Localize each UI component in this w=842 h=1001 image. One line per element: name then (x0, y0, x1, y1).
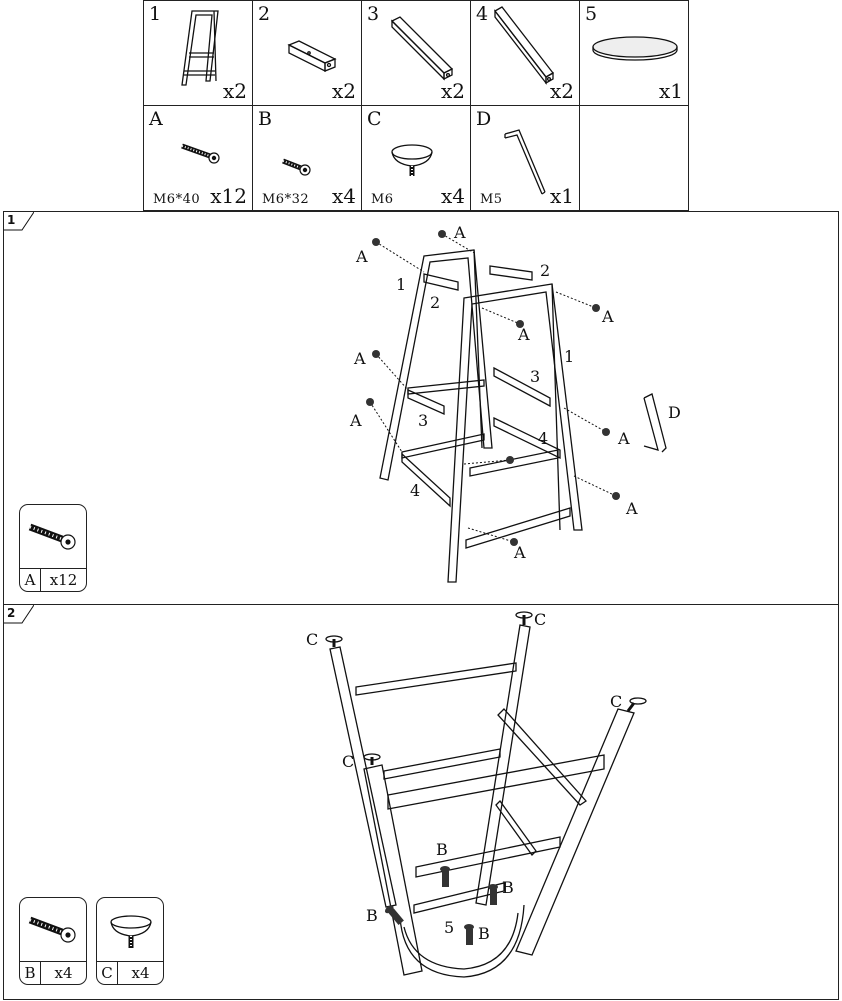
hardware-code: A (20, 569, 41, 591)
hardware-callout-C: C x4 (96, 897, 164, 985)
step-2-panel: 2 (3, 604, 839, 1000)
label-A: A (353, 349, 366, 368)
part-spec: M5 (480, 192, 503, 207)
part-cell-5: 5 x1 (579, 0, 689, 106)
step-corner-icon (4, 212, 34, 231)
label-part-3: 3 (418, 411, 428, 430)
hardware-code: B (20, 962, 41, 984)
label-part-2: 2 (430, 293, 440, 312)
empty-cell (579, 105, 689, 211)
label-A: A (453, 223, 466, 242)
part-spec: M6*40 (153, 192, 201, 207)
label-B: B (478, 924, 490, 943)
hardware-cell-C: C M6 x4 (361, 105, 471, 211)
foot-pad-icon (391, 144, 433, 176)
part-id: 3 (367, 3, 380, 25)
part-qty: x4 (440, 184, 465, 208)
label-part-3: 3 (530, 367, 540, 386)
bolt-icon (28, 523, 76, 550)
part-id: 5 (585, 3, 598, 25)
part-id: C (367, 108, 382, 130)
label-part-1: 1 (396, 275, 406, 294)
part-qty: x2 (440, 79, 465, 103)
part-qty: x2 (331, 79, 356, 103)
label-C: C (342, 752, 354, 771)
label-A: A (517, 325, 530, 344)
side-frame-icon (181, 10, 219, 86)
label-A: A (513, 543, 526, 562)
part-qty: x1 (658, 79, 683, 103)
label-D: D (668, 403, 681, 422)
short-bolt-icon (282, 158, 311, 176)
long-rail-icon (494, 6, 554, 85)
hardware-cell-A: A M6*40 x12 (143, 105, 253, 211)
label-A: A (601, 307, 614, 326)
part-id: 2 (258, 3, 271, 25)
hardware-callout-A: A x12 (19, 504, 87, 592)
label-B: B (502, 878, 514, 897)
part-cell-4: 4 x2 (470, 0, 580, 106)
long-bolt-icon (181, 143, 220, 164)
part-id: 1 (149, 3, 162, 25)
part-qty: x2 (549, 79, 574, 103)
label-A: A (355, 247, 368, 266)
label-part-4: 4 (538, 429, 548, 448)
part-id: D (476, 108, 492, 130)
label-part-4: 4 (410, 481, 420, 500)
hardware-cell-B: B M6*32 x4 (252, 105, 362, 211)
medium-rail-icon (390, 16, 454, 81)
part-cell-3: 3 x2 (361, 0, 471, 106)
part-spec: M6*32 (262, 192, 310, 207)
step-1-diagram: A A A A A A A A A D 1 1 2 2 3 3 4 4 (349, 223, 681, 583)
part-qty: x2 (222, 79, 247, 103)
label-part-1: 1 (564, 347, 574, 366)
label-A: A (625, 499, 638, 518)
hardware-callout-B: B x4 (19, 897, 87, 985)
part-id: 4 (476, 3, 489, 25)
label-part-5: 5 (444, 918, 454, 937)
hardware-cell-D: D M5 x1 (470, 105, 580, 211)
step-number: 1 (7, 213, 16, 227)
part-qty: x12 (210, 184, 247, 208)
label-B: B (436, 840, 448, 859)
label-B: B (366, 906, 378, 925)
label-C: C (610, 692, 622, 711)
step-number: 2 (7, 606, 16, 620)
label-A: A (349, 411, 362, 430)
part-id: A (149, 108, 163, 130)
step-1-panel: 1 (3, 211, 839, 605)
label-C: C (306, 630, 318, 649)
label-part-2: 2 (540, 261, 550, 280)
part-qty: x4 (331, 184, 356, 208)
hardware-code: C (97, 962, 118, 984)
part-spec: M6 (371, 192, 394, 207)
label-A: A (617, 429, 630, 448)
label-C: C (534, 610, 546, 629)
hardware-count: x4 (54, 964, 73, 982)
part-id: B (258, 108, 272, 130)
step-corner-icon (4, 605, 34, 624)
bolt-icon (28, 916, 76, 943)
short-rail-icon (287, 40, 337, 73)
hardware-count: x4 (131, 964, 150, 982)
hardware-count: x12 (49, 571, 78, 589)
part-qty: x1 (549, 184, 574, 208)
hex-key-icon (504, 129, 546, 195)
foot-pad-icon (110, 915, 152, 948)
part-cell-1: 1 x2 (143, 0, 253, 106)
round-seat-icon (592, 36, 678, 61)
part-cell-2: 2 x2 (252, 0, 362, 106)
step-2-diagram: C C C C B B B B 5 (306, 610, 647, 978)
